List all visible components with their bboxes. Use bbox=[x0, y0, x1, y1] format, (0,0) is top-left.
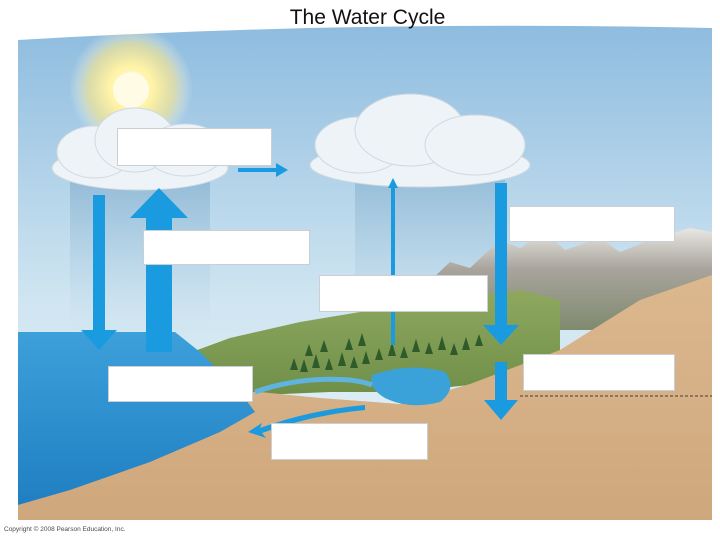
label-box-1[interactable] bbox=[117, 128, 272, 166]
green-lowland bbox=[170, 290, 560, 395]
cloud-icon bbox=[309, 93, 531, 188]
copyright-text: Copyright © 2008 Pearson Education, Inc. bbox=[4, 526, 126, 533]
label-box-5[interactable] bbox=[108, 366, 253, 402]
label-box-3[interactable] bbox=[509, 206, 675, 242]
stream bbox=[254, 376, 373, 395]
label-box-6[interactable] bbox=[523, 354, 675, 391]
page-title: The Water Cycle bbox=[289, 6, 446, 29]
forest bbox=[290, 333, 483, 372]
arrow-icon bbox=[81, 163, 519, 438]
lake bbox=[371, 367, 451, 406]
label-box-7[interactable] bbox=[271, 423, 428, 460]
land bbox=[18, 275, 712, 520]
label-box-2[interactable] bbox=[143, 230, 310, 265]
label-box-4[interactable] bbox=[319, 275, 488, 312]
